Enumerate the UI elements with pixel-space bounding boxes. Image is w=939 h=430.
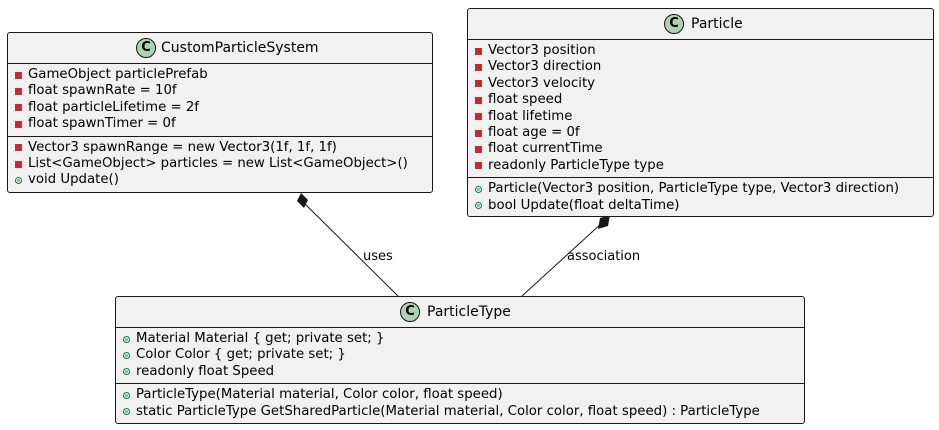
- method-text: void Update(): [28, 172, 119, 188]
- method-text: Vector3 spawnRange = new Vector3(1f, 1f,…: [28, 139, 337, 155]
- field-row: GameObject particlePrefab: [15, 67, 432, 83]
- method-row: ParticleType(Material material, Color co…: [123, 387, 804, 403]
- methods-section: Vector3 spawnRange = new Vector3(1f, 1f,…: [8, 135, 432, 192]
- relation-uses: [297, 193, 399, 297]
- private-field-icon: [15, 71, 22, 79]
- class-name: ParticleType: [427, 304, 511, 320]
- field-row: Vector3 direction: [475, 59, 933, 75]
- fields-section: Material Material { get; private set; } …: [116, 328, 804, 383]
- public-field-icon: [123, 335, 130, 343]
- field-text: float lifetime: [488, 108, 573, 124]
- private-field-icon: [15, 120, 22, 128]
- fields-section: GameObject particlePrefab float spawnRat…: [8, 64, 432, 136]
- private-field-icon: [475, 129, 482, 137]
- public-method-icon: [15, 177, 22, 185]
- class-c-icon: C: [400, 302, 420, 322]
- methods-section: ParticleType(Material material, Color co…: [116, 383, 804, 423]
- field-text: Vector3 position: [488, 43, 596, 58]
- methods-section: Particle(Vector3 position, ParticleType …: [468, 177, 933, 217]
- private-field-icon: [475, 80, 482, 88]
- private-field-icon: [475, 64, 482, 72]
- class-header: C ParticleType: [116, 297, 804, 328]
- public-field-icon: [123, 352, 130, 360]
- field-text: float speed: [488, 92, 563, 108]
- private-method-icon: [15, 144, 22, 152]
- composition-diamond-icon: [598, 215, 610, 229]
- field-row: float spawnRate = 10f: [15, 83, 432, 99]
- method-row: Particle(Vector3 position, ParticleType …: [475, 181, 933, 197]
- field-text: readonly float Speed: [136, 363, 275, 379]
- private-method-icon: [15, 160, 22, 168]
- method-text: static ParticleType GetSharedParticle(Ma…: [136, 403, 760, 419]
- class-name: Particle: [691, 16, 743, 32]
- method-row: void Update(): [15, 172, 432, 188]
- field-row: float spawnTimer = 0f: [15, 116, 432, 132]
- public-method-icon: [475, 202, 482, 210]
- method-text: bool Update(float deltaTime): [488, 197, 680, 213]
- private-field-icon: [15, 104, 22, 112]
- field-row: float age = 0f: [475, 125, 933, 141]
- field-row: Color Color { get; private set; }: [123, 347, 804, 363]
- method-row: bool Update(float deltaTime): [475, 198, 933, 214]
- private-field-icon: [475, 47, 482, 55]
- class-c-icon: C: [664, 14, 684, 34]
- field-text: Vector3 direction: [488, 59, 602, 75]
- class-c-icon: C: [136, 38, 156, 58]
- fields-section: Vector3 position Vector3 direction Vecto…: [468, 40, 933, 177]
- method-text: Particle(Vector3 position, ParticleType …: [488, 181, 900, 197]
- field-text: float spawnTimer = 0f: [28, 116, 176, 132]
- field-text: Material Material { get; private set; }: [136, 331, 385, 346]
- class-particle-type[interactable]: C ParticleType Material Material { get; …: [115, 296, 805, 424]
- field-text: float currentTime: [488, 141, 603, 157]
- field-text: float particleLifetime = 2f: [28, 99, 199, 115]
- field-row: float speed: [475, 92, 933, 108]
- field-text: readonly ParticleType type: [488, 157, 664, 173]
- private-field-icon: [15, 88, 22, 96]
- method-text: ParticleType(Material material, Color co…: [136, 387, 503, 403]
- method-row: List<GameObject> particles = new List<Ga…: [15, 156, 432, 172]
- association-connector-line: [521, 221, 604, 297]
- field-text: float spawnRate = 10f: [28, 83, 177, 99]
- field-row: float currentTime: [475, 141, 933, 157]
- field-text: Vector3 velocity: [488, 75, 596, 91]
- field-row: readonly ParticleType type: [475, 158, 933, 174]
- field-row: Vector3 velocity: [475, 76, 933, 92]
- public-method-icon: [123, 408, 130, 416]
- relation-label-uses: uses: [363, 249, 393, 264]
- public-method-icon: [475, 185, 482, 193]
- class-header: C Particle: [468, 9, 933, 40]
- class-particle[interactable]: C Particle Vector3 position Vector3 dire…: [467, 8, 934, 217]
- relation-association: [521, 215, 610, 297]
- method-text: List<GameObject> particles = new List<Ga…: [28, 155, 408, 171]
- field-text: float age = 0f: [488, 124, 580, 140]
- field-row: Material Material { get; private set; }: [123, 331, 804, 347]
- field-row: float lifetime: [475, 109, 933, 125]
- private-field-icon: [475, 162, 482, 170]
- composition-diamond-icon: [297, 193, 308, 208]
- field-row: Vector3 position: [475, 43, 933, 59]
- method-row: Vector3 spawnRange = new Vector3(1f, 1f,…: [15, 140, 432, 156]
- class-custom-particle-system[interactable]: C CustomParticleSystem GameObject partic…: [7, 32, 433, 193]
- relation-label-association: association: [567, 249, 641, 264]
- uses-connector-line: [300, 199, 399, 297]
- field-text: Color Color { get; private set; }: [136, 347, 346, 363]
- field-row: float particleLifetime = 2f: [15, 100, 432, 116]
- method-row: static ParticleType GetSharedParticle(Ma…: [123, 404, 804, 420]
- field-text: GameObject particlePrefab: [28, 67, 208, 82]
- field-row: readonly float Speed: [123, 364, 804, 380]
- public-method-icon: [123, 391, 130, 399]
- public-field-icon: [123, 368, 130, 376]
- private-field-icon: [475, 96, 482, 104]
- private-field-icon: [475, 113, 482, 121]
- private-field-icon: [475, 146, 482, 154]
- class-name: CustomParticleSystem: [161, 40, 319, 56]
- class-header: C CustomParticleSystem: [8, 33, 432, 64]
